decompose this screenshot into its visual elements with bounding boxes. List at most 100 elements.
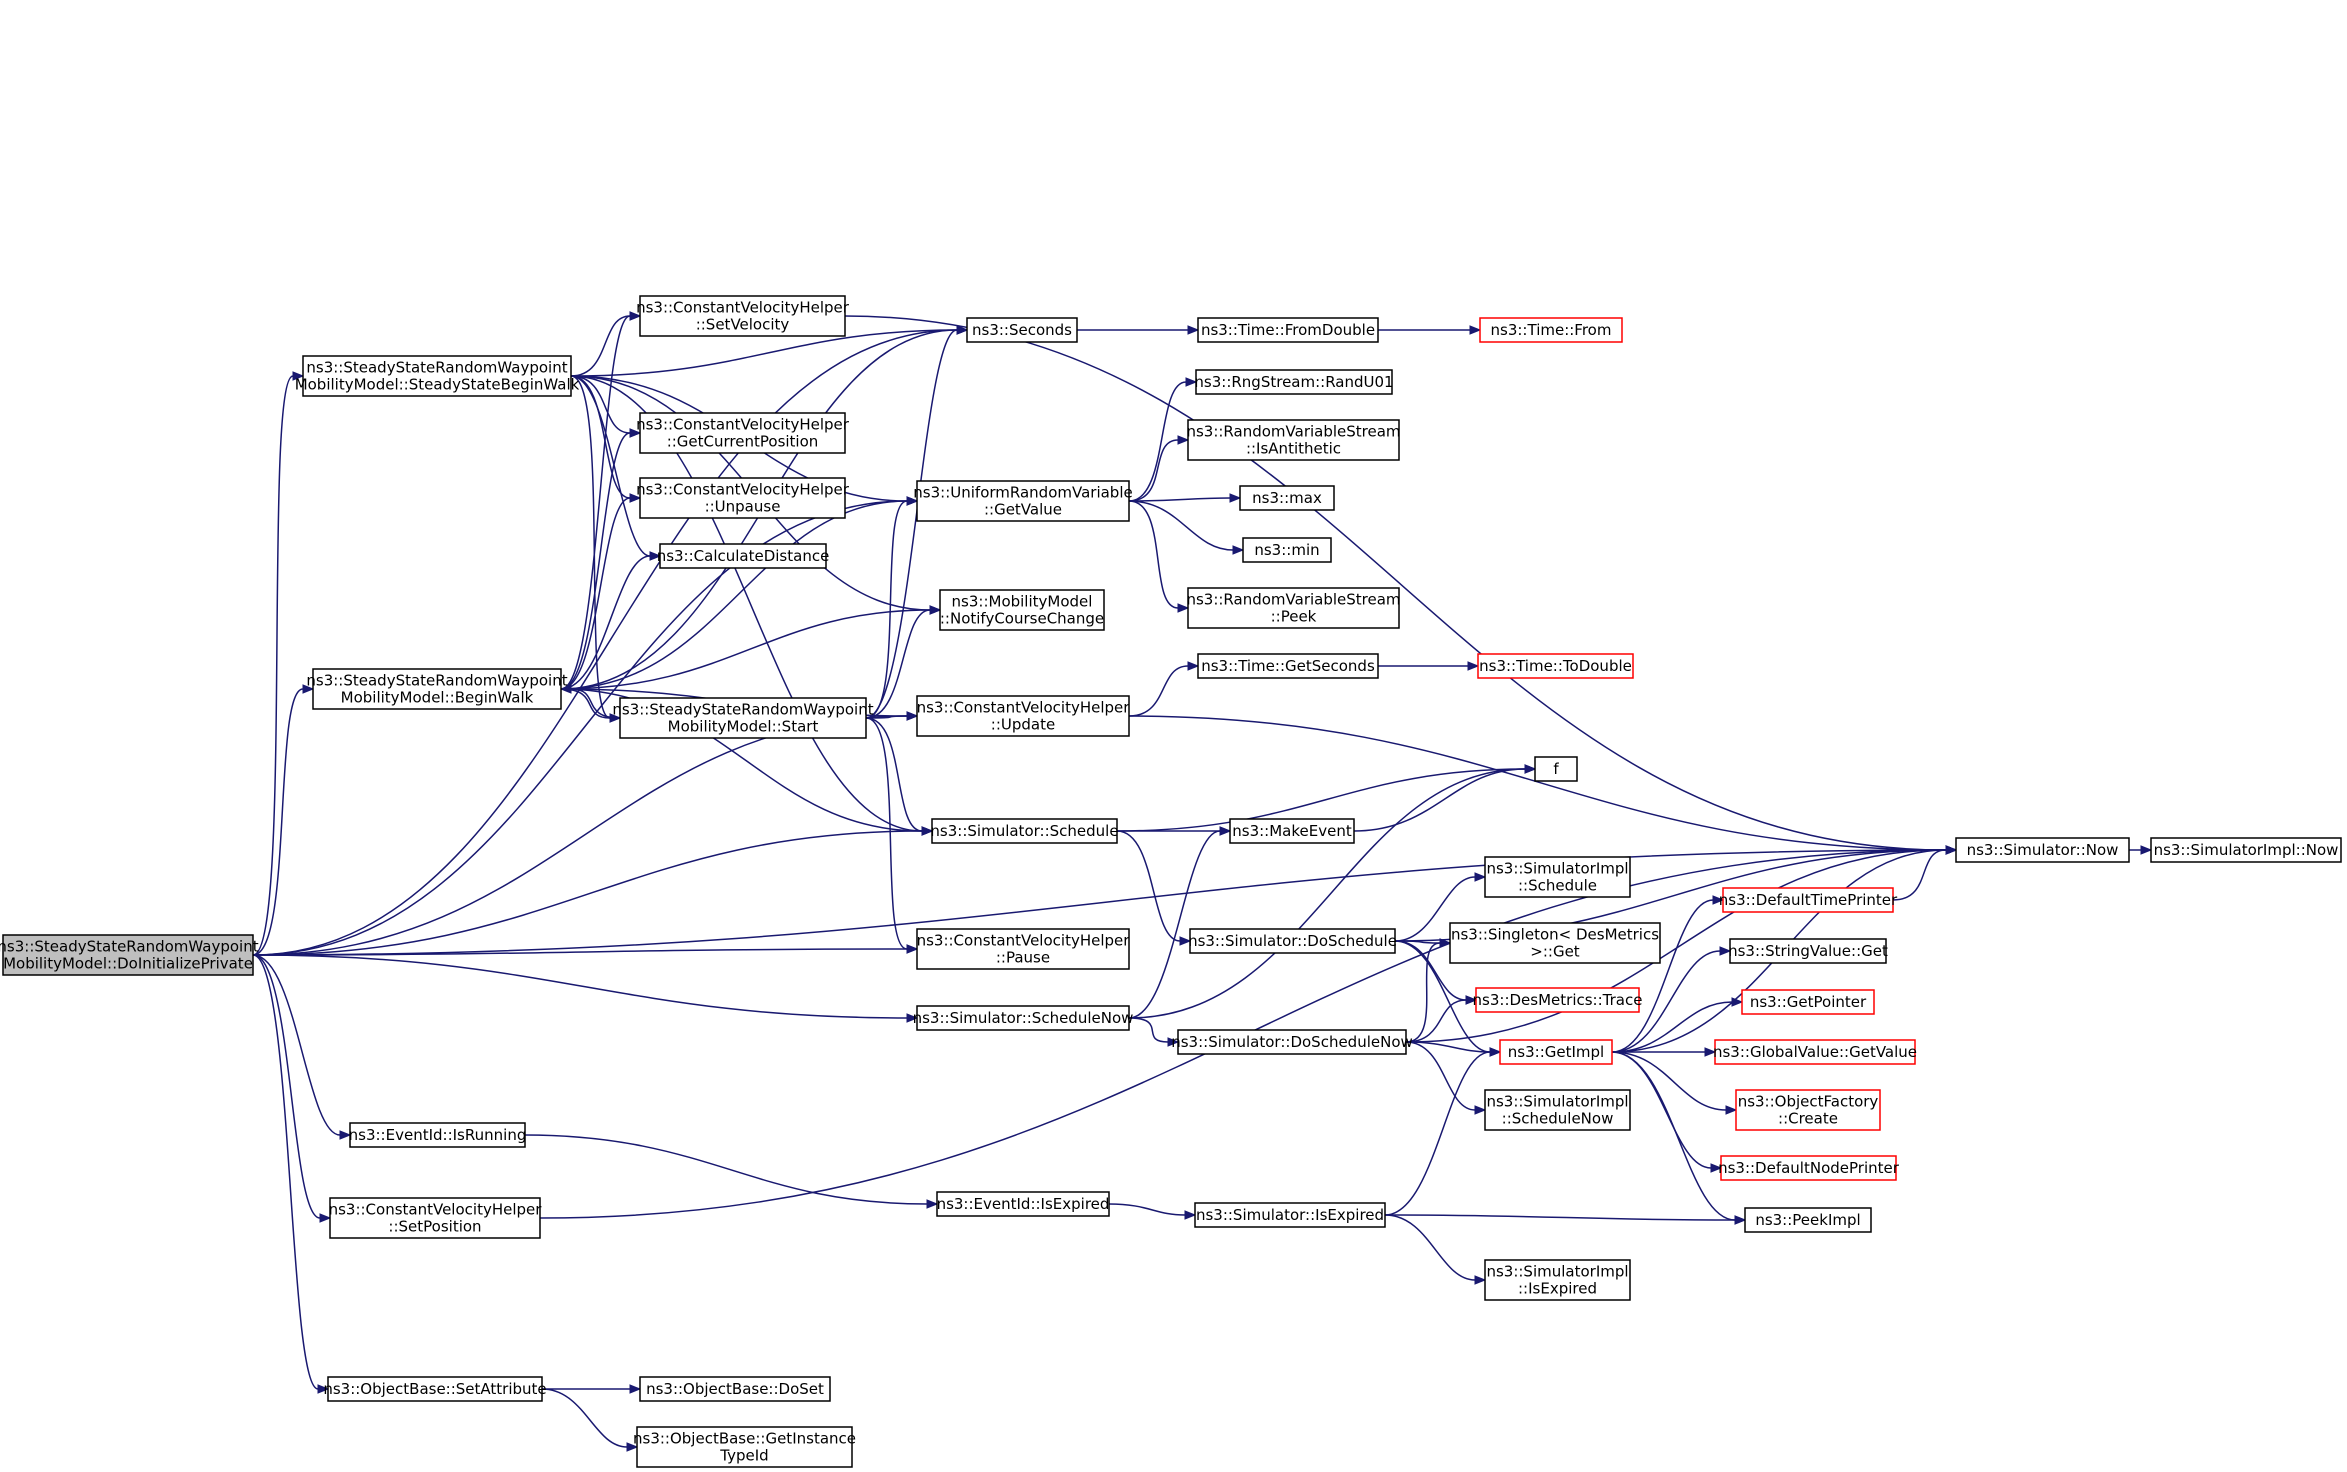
node-label: ns3::Time::From <box>1491 321 1612 339</box>
node-strget[interactable]: ns3::StringValue::Get <box>1728 938 1888 964</box>
node-min[interactable]: ns3::min <box>1242 537 1332 563</box>
edge-root-to-seconds <box>252 325 969 956</box>
node-label: ::NotifyCourseChange <box>940 610 1104 628</box>
node-from[interactable]: ns3::Time::From <box>1479 317 1623 343</box>
edge-line <box>252 830 923 956</box>
arrowhead <box>1185 377 1198 387</box>
edge-line <box>1353 768 1526 832</box>
node-setattr[interactable]: ns3::ObjectBase::SetAttribute <box>323 1376 547 1402</box>
node-label: ns3::ConstantVelocityHelper <box>636 299 850 317</box>
node-getptr[interactable]: ns3::GetPointer <box>1741 989 1875 1015</box>
node-deftime[interactable]: ns3::DefaultTimePrinter <box>1719 887 1898 913</box>
node-label: ns3::Time::FromDouble <box>1201 321 1375 339</box>
node-todouble[interactable]: ns3::Time::ToDouble <box>1477 653 1634 679</box>
node-doschedule[interactable]: ns3::Simulator::DoSchedule <box>1188 928 1397 954</box>
node-schedule[interactable]: ns3::Simulator::Schedule <box>930 818 1119 844</box>
node-fromdouble[interactable]: ns3::Time::FromDouble <box>1197 317 1379 343</box>
node-implsched[interactable]: ns3::SimulatorImpl::Schedule <box>1484 856 1631 898</box>
node-randu01[interactable]: ns3::RngStream::RandU01 <box>1194 369 1394 395</box>
node-label: MobilityModel::SteadyStateBeginWalk <box>295 376 580 394</box>
node-label: ns3::ConstantVelocityHelper <box>329 1201 543 1219</box>
node-label: ns3::ObjectBase::SetAttribute <box>323 1380 546 1398</box>
node-implnow[interactable]: ns3::SimulatorImpl::Now <box>2150 837 2342 863</box>
node-box <box>1194 1202 1386 1228</box>
edge-line <box>1611 1051 1727 1111</box>
node-label: ns3::Simulator::ScheduleNow <box>913 1009 1134 1027</box>
node-doschednow[interactable]: ns3::Simulator::DoScheduleNow <box>1171 1029 1413 1055</box>
node-box <box>916 1005 1130 1031</box>
node-setvel[interactable]: ns3::ConstantVelocityHelper::SetVelocity <box>636 295 850 337</box>
node-implschednow[interactable]: ns3::SimulatorImpl::ScheduleNow <box>1484 1089 1631 1131</box>
edge-schednow-to-f <box>1128 764 1537 1019</box>
arrowhead <box>649 551 662 561</box>
edge-root-to-bw <box>252 684 315 956</box>
node-label: ns3::MobilityModel <box>952 593 1093 611</box>
arrowhead <box>1489 1047 1502 1057</box>
node-unpause[interactable]: ns3::ConstantVelocityHelper::Unpause <box>636 477 850 519</box>
edge-bw-to-getvalue <box>560 496 919 690</box>
node-defnode[interactable]: ns3::DefaultNodePrinter <box>1718 1155 1900 1181</box>
node-gvget[interactable]: ns3::GlobalValue::GetValue <box>1713 1039 1917 1065</box>
node-notify[interactable]: ns3::MobilityModel::NotifyCourseChange <box>939 589 1105 631</box>
call-edges <box>252 311 2153 1452</box>
node-calcdist[interactable]: ns3::CalculateDistance <box>657 543 830 569</box>
node-peek[interactable]: ns3::RandomVariableStream::Peek <box>1186 587 1401 629</box>
node-label: ::Pause <box>996 949 1050 967</box>
node-max[interactable]: ns3::max <box>1239 485 1335 511</box>
edge-line <box>1128 715 1947 851</box>
edge-line <box>560 500 908 690</box>
edge-line <box>865 717 923 832</box>
node-label: ns3::RandomVariableStream <box>1186 591 1400 609</box>
node-label: ::SetPosition <box>388 1218 481 1236</box>
node-getimpl[interactable]: ns3::GetImpl <box>1499 1039 1613 1065</box>
edge-line <box>1116 830 1181 942</box>
node-f[interactable]: f <box>1534 756 1578 782</box>
node-root[interactable]: ns3::SteadyStateRandomWaypointMobilityMo… <box>0 934 259 976</box>
node-makeevent[interactable]: ns3::MakeEvent <box>1229 818 1355 844</box>
edge-line <box>570 688 621 719</box>
node-setpos[interactable]: ns3::ConstantVelocityHelper::SetPosition <box>329 1197 543 1239</box>
node-ssbw[interactable]: ns3::SteadyStateRandomWaypointMobilityMo… <box>295 355 580 397</box>
edge-line <box>1128 381 1187 502</box>
node-objfact[interactable]: ns3::ObjectFactory::Create <box>1735 1089 1881 1131</box>
node-getcur[interactable]: ns3::ConstantVelocityHelper::GetCurrentP… <box>636 412 850 454</box>
node-singleton[interactable]: ns3::Singleton< DesMetrics>::Get <box>1449 922 1661 964</box>
edge-line <box>865 500 908 719</box>
arrowhead <box>1219 826 1232 836</box>
edge-start-to-schedule <box>865 717 934 836</box>
edge-line <box>1405 1041 1476 1111</box>
node-simisexp[interactable]: ns3::Simulator::IsExpired <box>1194 1202 1386 1228</box>
node-label: ns3::ConstantVelocityHelper <box>917 932 1131 950</box>
node-getseconds[interactable]: ns3::Time::GetSeconds <box>1197 653 1379 679</box>
edge-line <box>570 375 631 499</box>
node-schednow[interactable]: ns3::Simulator::ScheduleNow <box>913 1005 1134 1031</box>
node-label: ns3::UniformRandomVariable <box>913 484 1132 502</box>
edge-getvalue-to-min <box>1128 500 1245 555</box>
node-isanti[interactable]: ns3::RandomVariableStream::IsAntithetic <box>1186 419 1401 461</box>
node-isrunning[interactable]: ns3::EventId::IsRunning <box>349 1122 527 1148</box>
node-getvalue[interactable]: ns3::UniformRandomVariable::GetValue <box>913 480 1133 522</box>
node-trace[interactable]: ns3::DesMetrics::Trace <box>1473 987 1643 1013</box>
edge-line <box>865 715 908 719</box>
edge-bw-to-setvel <box>560 311 642 690</box>
node-label: ns3::RngStream::RandU01 <box>1194 373 1393 391</box>
node-doset[interactable]: ns3::ObjectBase::DoSet <box>639 1376 831 1402</box>
node-pause[interactable]: ns3::ConstantVelocityHelper::Pause <box>916 928 1131 970</box>
node-implisexp[interactable]: ns3::SimulatorImpl::IsExpired <box>1484 1259 1631 1301</box>
node-box <box>1735 1089 1881 1131</box>
edge-line <box>1128 500 1179 609</box>
arrowhead <box>906 711 919 721</box>
node-bw[interactable]: ns3::SteadyStateRandomWaypointMobilityMo… <box>306 668 568 710</box>
node-seconds[interactable]: ns3::Seconds <box>966 317 1078 343</box>
node-box <box>1239 485 1335 511</box>
node-now[interactable]: ns3::Simulator::Now <box>1955 837 2130 863</box>
node-box <box>916 695 1130 737</box>
node-start[interactable]: ns3::SteadyStateRandomWaypointMobilityMo… <box>612 697 874 739</box>
node-peekimpl[interactable]: ns3::PeekImpl <box>1744 1207 1872 1233</box>
edge-start-to-getvalue <box>865 496 919 719</box>
edge-line <box>1394 940 1491 1053</box>
arrowhead <box>1177 435 1190 445</box>
node-update[interactable]: ns3::ConstantVelocityHelper::Update <box>916 695 1131 737</box>
node-isexpired[interactable]: ns3::EventId::IsExpired <box>936 1191 1110 1217</box>
